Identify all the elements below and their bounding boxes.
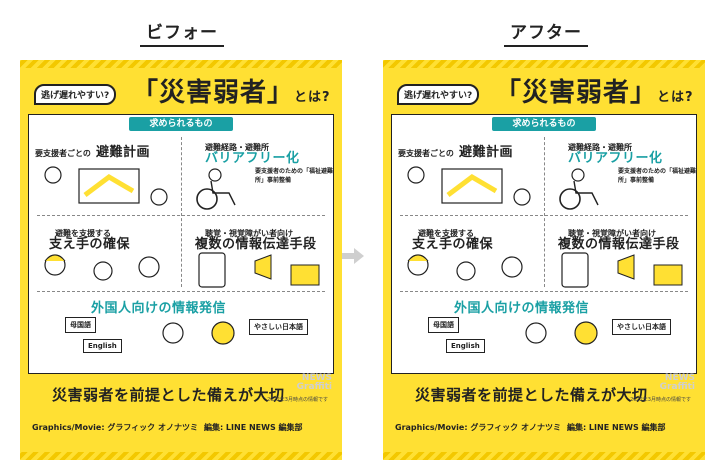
slogan: 災害弱者を前提とした備えが大切 <box>52 386 285 404</box>
after-header: アフター <box>504 18 588 47</box>
credits: Graphics/Movie: グラフィック オノナツミ編集: LINE NEW… <box>395 423 666 432</box>
section-head: 求められるもの <box>129 117 233 131</box>
item-evacuation-plan: 要支援者ごとの 避難計画 <box>398 137 538 213</box>
poster-after: 逃げ遅れやすい? 「災害弱者」とは? 求められるもの 要支援者ごとの 避難計画 <box>383 60 705 460</box>
item-info-channels: 聴覚・視覚障がい者向け 複数の情報伝達手段 <box>548 219 698 289</box>
wheelchair-illustration <box>559 168 599 210</box>
people-illustration <box>162 321 235 345</box>
poster-tag: 逃げ遅れやすい? <box>34 84 117 105</box>
before-header: ビフォー <box>140 18 224 47</box>
supporters-illustration <box>407 254 523 281</box>
poster-title: 「災害弱者」とは? <box>495 78 694 108</box>
devices-illustration <box>561 252 683 288</box>
poster-card: 求められるもの 要支援者ごとの 避難計画 避難経路・避難所 バリアフリー化 <box>391 114 697 374</box>
slogan: 災害弱者を前提とした備えが大切 <box>415 386 648 404</box>
item-supporters: 避難を支援する 支え手の確保 <box>35 219 175 289</box>
wheelchair-illustration <box>196 168 236 210</box>
item-evacuation-plan: 要支援者ごとの 避難計画 <box>35 137 175 213</box>
people-illustration <box>525 321 598 345</box>
date-note: 2022年3月時点の情報です <box>267 397 328 403</box>
evacuation-map-illustration <box>407 166 531 206</box>
supporters-illustration <box>44 254 160 281</box>
item-foreigners: 外国人向けの情報発信 母国語 English やさしい日本語 <box>398 295 694 371</box>
credits: Graphics/Movie: グラフィック オノナツミ編集: LINE NEW… <box>32 423 303 432</box>
item-foreigners: 外国人向けの情報発信 母国語 English やさしい日本語 <box>35 295 331 371</box>
item-barrier-free: 避難経路・避難所 バリアフリー化 要支援者のための「福祉避難所」事前整備 <box>548 133 698 213</box>
date-note: 2022年3月時点の情報です <box>630 397 691 403</box>
poster-before: 逃げ遅れやすい? 「災害弱者」とは? 求められるもの 要支援者ごとの 避難計画 <box>20 60 342 460</box>
item-info-channels: 聴覚・視覚障がい者向け 複数の情報伝達手段 <box>185 219 335 289</box>
section-head: 求められるもの <box>492 117 596 131</box>
poster-tag: 逃げ遅れやすい? <box>397 84 480 105</box>
devices-illustration <box>198 252 320 288</box>
evacuation-map-illustration <box>44 166 168 206</box>
poster-title: 「災害弱者」とは? <box>132 78 331 108</box>
arrow-right-icon <box>340 248 364 264</box>
poster-card: 求められるもの 要支援者ごとの 避難計画 避難経路・避難所 バリアフリー化 <box>28 114 334 374</box>
item-barrier-free: 避難経路・避難所 バリアフリー化 要支援者のための「福祉避難所」事前整備 <box>185 133 335 213</box>
item-supporters: 避難を支援する 支え手の確保 <box>398 219 538 289</box>
